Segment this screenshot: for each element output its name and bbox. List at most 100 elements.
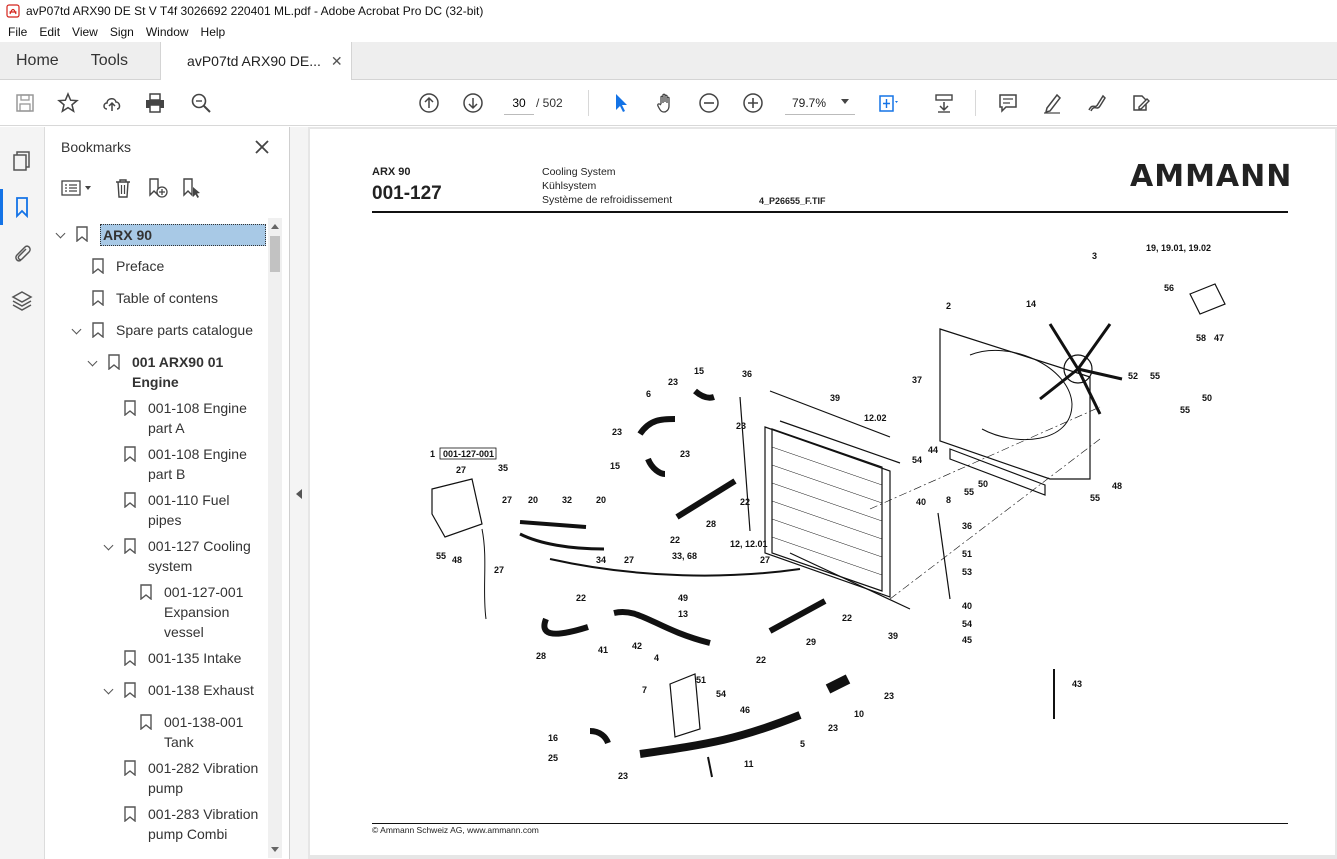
upload-cloud-icon[interactable] — [100, 91, 124, 115]
bookmark-item[interactable]: Table of contens — [92, 288, 268, 308]
bookmark-item[interactable]: 001-283 Vibration pump Combi — [124, 804, 268, 844]
bookmark-icon — [76, 226, 88, 243]
bookmark-item[interactable]: Spare parts catalogue — [72, 320, 268, 340]
panel-splitter[interactable] — [290, 127, 308, 859]
part-number-label: 1 — [430, 449, 435, 459]
bookmark-item[interactable]: Preface — [92, 256, 268, 276]
collapse-panel-icon[interactable] — [296, 489, 302, 499]
highlight-pen-icon[interactable] — [1040, 91, 1064, 115]
new-bookmark-icon[interactable] — [146, 177, 168, 199]
tab-home[interactable]: Home — [16, 52, 59, 69]
bookmark-label: 001-138-001 Tank — [164, 714, 244, 750]
menu-edit[interactable]: Edit — [39, 25, 61, 39]
radiator-core — [771, 428, 883, 592]
header-rule — [372, 211, 1288, 213]
bookmark-item[interactable]: 001-127 Cooling system — [104, 536, 268, 576]
comment-icon[interactable] — [996, 91, 1020, 115]
attachments-icon[interactable] — [10, 241, 34, 265]
expand-toggle-icon[interactable] — [88, 352, 100, 372]
menu-file[interactable]: File — [8, 25, 28, 39]
expand-toggle-icon[interactable] — [104, 536, 116, 556]
zoom-level-select[interactable]: 79.7% — [785, 91, 855, 115]
bookmark-options-icon[interactable] — [60, 177, 96, 199]
toolbar: / 502 79.7% — [0, 80, 1337, 126]
bookmark-item[interactable]: 001-282 Vibration pump — [124, 758, 268, 798]
menu-view[interactable]: View — [72, 25, 98, 39]
menu-window[interactable]: Window — [145, 25, 189, 39]
bookmark-item[interactable]: 001-108 Engine part A — [124, 398, 268, 438]
part-number-label: 53 — [962, 567, 972, 577]
support-bar — [739, 390, 951, 610]
part-number-label: 27 — [760, 555, 770, 565]
page-code: 001-127 — [372, 183, 442, 204]
expansion-tank — [431, 478, 483, 538]
part-number-label: 23 — [828, 723, 838, 733]
tab-tools[interactable]: Tools — [90, 52, 129, 69]
bookmark-icon — [124, 760, 136, 777]
expand-toggle-icon[interactable] — [56, 224, 68, 244]
page-thumbnails-icon[interactable] — [10, 149, 34, 173]
part-number-label: 15 — [610, 461, 620, 471]
page-number-input[interactable] — [504, 91, 534, 115]
bookmark-from-selection-icon[interactable] — [180, 177, 202, 199]
bookmark-label: 001-108 Engine part A — [148, 400, 247, 436]
fit-page-icon[interactable] — [876, 91, 900, 115]
previous-page-icon[interactable] — [417, 91, 441, 115]
bookmarks-scrollbar[interactable] — [268, 218, 282, 858]
part-number-label: 19, 19.01, 19.02 — [1146, 243, 1211, 253]
part-number-label: 7 — [642, 685, 647, 695]
scroll-up-icon[interactable] — [271, 224, 279, 229]
bookmarks-panel-icon[interactable] — [0, 189, 34, 225]
bookmark-item[interactable]: 001-135 Intake — [124, 648, 268, 668]
bookmark-item[interactable]: 001 ARX90 01 Engine — [88, 352, 268, 392]
star-icon[interactable] — [56, 91, 80, 115]
menu-help[interactable]: Help — [200, 25, 226, 39]
part-number-label: 54 — [912, 455, 922, 465]
bookmark-label: 001-127 Cooling system — [148, 538, 251, 574]
pdf-page: ARX 90 001-127 Cooling System Kühlsystem… — [310, 129, 1335, 855]
part-number-label: 2 — [946, 301, 951, 311]
left-rail — [0, 127, 45, 859]
bookmark-icon — [140, 584, 152, 601]
tab-close-icon[interactable]: ✕ — [330, 52, 343, 69]
bookmark-icon — [108, 354, 120, 371]
part-number-label: 28 — [706, 519, 716, 529]
part-number-label: 55 — [436, 551, 446, 561]
scroll-thumb[interactable] — [270, 236, 280, 272]
hand-tool-icon[interactable] — [653, 91, 677, 115]
bookmark-icon — [124, 650, 136, 667]
expand-toggle-icon[interactable] — [104, 680, 116, 700]
bookmark-item[interactable]: ARX 90 — [56, 224, 268, 246]
close-panel-icon[interactable] — [252, 137, 272, 157]
tab-document[interactable]: avP07td ARX90 DE... ✕ — [160, 42, 352, 80]
sign-icon[interactable] — [1084, 91, 1108, 115]
window-title: avP07td ARX90 DE St V T4f 3026692 220401… — [26, 4, 484, 18]
bookmark-item[interactable]: 001-108 Engine part B — [124, 444, 268, 484]
zoom-search-icon[interactable] — [189, 91, 213, 115]
bookmark-label: Spare parts catalogue — [116, 322, 253, 338]
part-labels: 1 2 3 4 5 6 7 8 10 11 12, 12.01 12.02 13… — [430, 243, 1224, 781]
next-page-icon[interactable] — [461, 91, 485, 115]
edit-document-icon[interactable] — [1128, 91, 1152, 115]
select-pointer-icon[interactable] — [609, 91, 633, 115]
tab-document-label: avP07td ARX90 DE... — [187, 53, 321, 69]
menu-sign[interactable]: Sign — [109, 25, 134, 39]
zoom-in-icon[interactable] — [741, 91, 765, 115]
scroll-mode-icon[interactable] — [932, 91, 956, 115]
bookmark-item[interactable]: 001-110 Fuel pipes — [124, 490, 268, 530]
page-title-de: Kühlsystem — [542, 180, 597, 192]
delete-bookmark-icon[interactable] — [112, 177, 134, 199]
layers-icon[interactable] — [10, 289, 34, 313]
bookmark-item[interactable]: 001-138-001 Tank — [140, 712, 268, 752]
scroll-down-icon[interactable] — [271, 847, 279, 852]
part-number-label: 54 — [716, 689, 726, 699]
zoom-out-icon[interactable] — [697, 91, 721, 115]
bookmark-item[interactable]: 001-138 Exhaust — [104, 680, 268, 700]
expand-toggle-icon[interactable] — [72, 320, 84, 340]
print-icon[interactable] — [143, 91, 167, 115]
bookmark-item[interactable]: 001-127-001 Expansion vessel — [140, 582, 268, 642]
part-number-label: 27 — [502, 495, 512, 505]
part-number-label: 55 — [1090, 493, 1100, 503]
callout-box — [439, 447, 497, 460]
save-icon[interactable] — [13, 91, 37, 115]
